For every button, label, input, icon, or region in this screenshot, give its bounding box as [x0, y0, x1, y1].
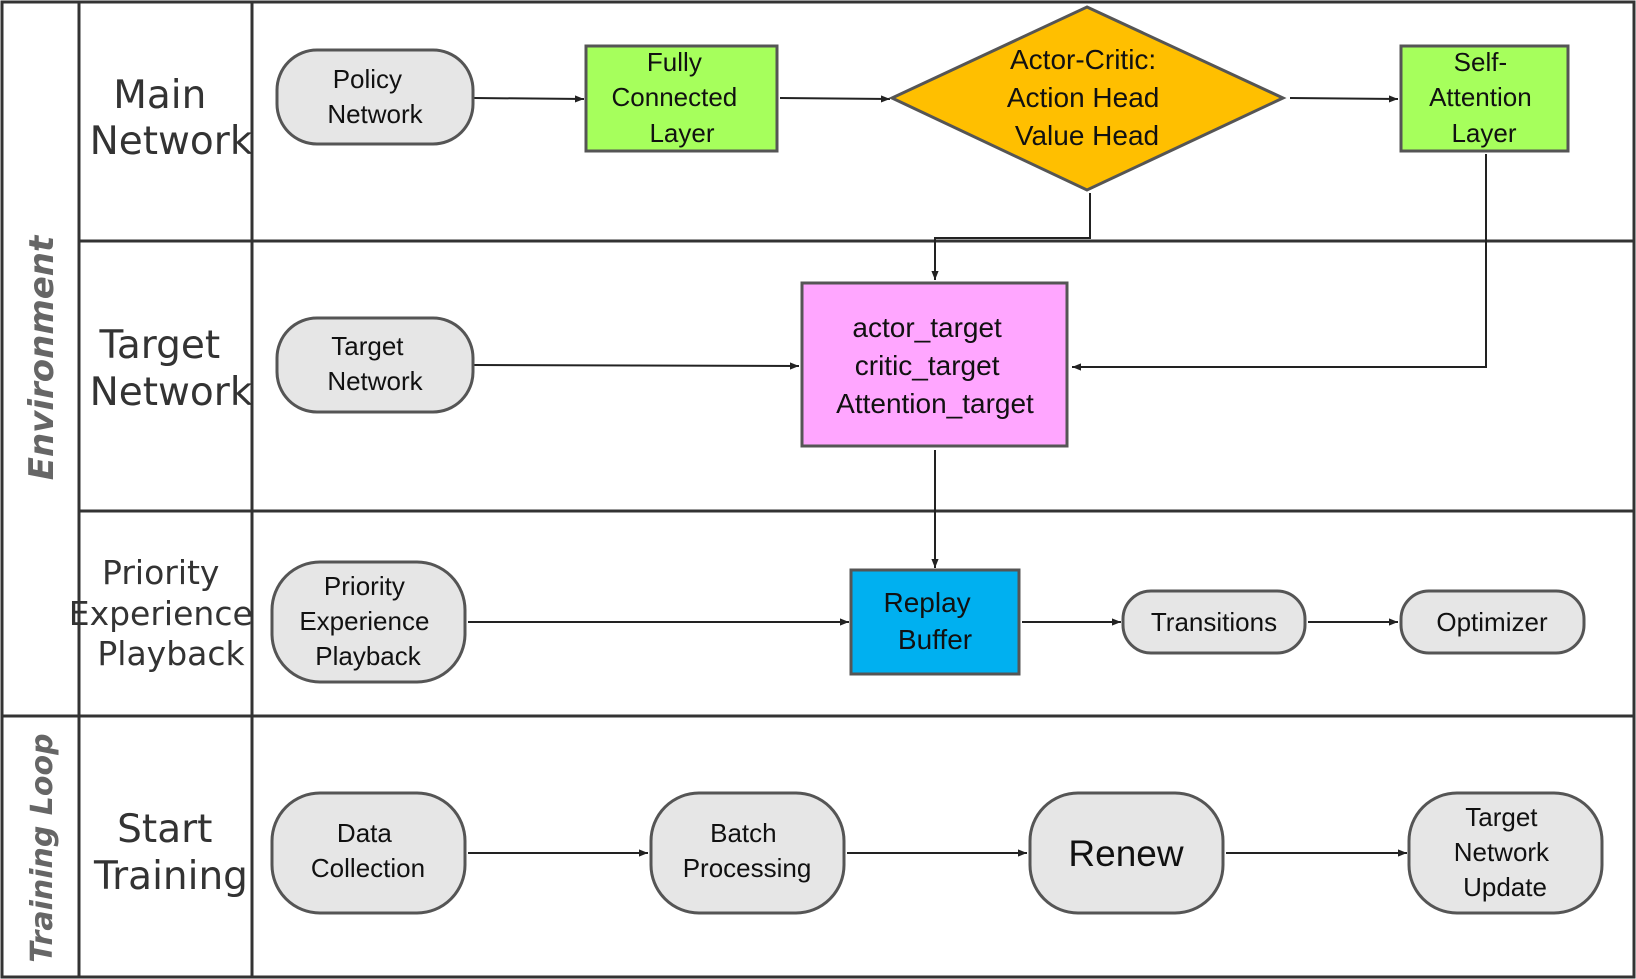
- node-label-line: Target: [331, 331, 404, 361]
- lane-title-target-network: Target Network: [90, 323, 253, 415]
- node-batch-processing[interactable]: Batch Processing: [649, 791, 846, 915]
- node-label: Transitions: [1151, 607, 1277, 637]
- connectors: [468, 95, 1487, 857]
- node-label: Optimizer: [1436, 607, 1548, 637]
- node-transitions[interactable]: Transitions: [1121, 589, 1307, 655]
- lane-title-line: Playback: [97, 634, 245, 673]
- node-priority-experience-playback[interactable]: Priority Experience Playback: [270, 560, 467, 684]
- node-label-line: Network: [1454, 837, 1550, 867]
- arrow-actor-critic-to-targets: [931, 193, 1091, 280]
- node-label-line: Value Head: [1015, 120, 1159, 151]
- node-target-network-update[interactable]: Target Network Update: [1407, 791, 1604, 915]
- node-data-collection[interactable]: Data Collection: [270, 791, 467, 915]
- node-label-line: Replay: [884, 587, 971, 618]
- node-target-network[interactable]: Target Network: [275, 316, 475, 414]
- node-label: Data Collection: [311, 818, 425, 883]
- node-shape: [270, 560, 467, 684]
- node-label-line: Self-: [1454, 47, 1507, 77]
- node-label-line: Playback: [315, 641, 421, 671]
- node-label-line: actor_target: [852, 312, 1002, 343]
- node-label-line: Processing: [683, 853, 812, 883]
- node-target-models[interactable]: actor_target critic_target Attention_tar…: [800, 281, 1069, 448]
- node-label: Fully Connected Layer: [612, 47, 745, 148]
- node-label-line: Collection: [311, 853, 425, 883]
- node-label: Batch Processing: [683, 818, 812, 883]
- node-label-line: Priority: [324, 571, 405, 601]
- node-shape: [649, 791, 846, 915]
- node-label: Priority Experience Playback: [299, 571, 436, 671]
- node-label-line: Data: [337, 818, 392, 848]
- node-shape: [1399, 589, 1586, 655]
- node-label-line: Transitions: [1151, 607, 1277, 637]
- node-shape: [849, 568, 1021, 676]
- node-label-line: Buffer: [898, 624, 972, 655]
- node-label-line: Attention_target: [836, 388, 1034, 419]
- node-label: Target Network: [327, 331, 423, 396]
- node-label: Replay Buffer: [884, 587, 979, 655]
- node-shape: [275, 316, 475, 414]
- node-label-line: Policy: [333, 64, 402, 94]
- node-label-line: Experience: [299, 606, 429, 636]
- node-label-line: critic_target: [855, 350, 1000, 381]
- node-shape: [1399, 44, 1570, 153]
- lane-title-line: Main: [113, 73, 206, 118]
- lane-title-start-training: Start Training: [93, 807, 248, 899]
- node-label-line: Batch: [710, 818, 777, 848]
- node-label-line: Connected: [612, 82, 738, 112]
- node-label-line: Actor-Critic:: [1010, 44, 1156, 75]
- node-self-attention-layer[interactable]: Self- Attention Layer: [1399, 44, 1570, 153]
- node-label-line: Target: [1465, 802, 1538, 832]
- lane-title-line: Network: [90, 119, 253, 164]
- node-replay-buffer[interactable]: Replay Buffer: [849, 568, 1021, 676]
- arrow-attention-to-targets: [1072, 154, 1487, 371]
- arrow-policy-to-fc: [473, 95, 585, 103]
- node-actor-critic[interactable]: Actor-Critic: Action Head Value Head: [888, 5, 1287, 192]
- lane-title-priority: Priority Experience Playback: [69, 553, 264, 673]
- node-label-line: Renew: [1068, 833, 1183, 874]
- node-label-line: Layer: [1451, 118, 1516, 148]
- node-fully-connected-layer[interactable]: Fully Connected Layer: [584, 44, 779, 153]
- node-shape: [888, 5, 1287, 192]
- node-renew[interactable]: Renew: [1028, 791, 1225, 915]
- node-label-line: Attention: [1429, 82, 1532, 112]
- node-shape: [800, 281, 1069, 448]
- node-shape: [1121, 589, 1307, 655]
- node-label: Self- Attention Layer: [1429, 47, 1539, 148]
- arrow-target-network-to-targets: [473, 362, 800, 370]
- arrow-fc-to-actor-critic: [779, 95, 891, 103]
- node-label-line: Network: [327, 99, 423, 129]
- node-shape: [584, 44, 779, 153]
- lane-title-line: Training: [93, 854, 248, 899]
- lane-title-line: Target: [98, 323, 220, 368]
- node-shape: [270, 791, 467, 915]
- lane-title-line: Experience: [69, 594, 253, 633]
- group-title-environment: Environment: [22, 234, 62, 480]
- lane-title-main-network: Main Network: [90, 73, 253, 164]
- node-label-line: Action Head: [1007, 82, 1160, 113]
- node-label: Target Network Update: [1454, 802, 1557, 902]
- lane-title-line: Start: [117, 807, 212, 852]
- node-shape: [1028, 791, 1225, 915]
- lane-title-line: Priority: [102, 553, 219, 592]
- node-label-line: Optimizer: [1436, 607, 1548, 637]
- node-label: Policy Network: [327, 64, 423, 129]
- group-title-training-loop: Training Loop: [25, 733, 60, 962]
- node-label: Renew: [1068, 833, 1183, 874]
- node-label-line: Fully: [647, 47, 702, 77]
- node-label: actor_target critic_target Attention_tar…: [836, 312, 1034, 419]
- node-optimizer[interactable]: Optimizer: [1399, 589, 1586, 655]
- arrow-actor-critic-to-attention: [1289, 95, 1399, 103]
- node-policy-network[interactable]: Policy Network: [275, 48, 475, 146]
- node-label-line: Update: [1463, 872, 1547, 902]
- node-shape: [1407, 791, 1604, 915]
- node-label-line: Network: [327, 366, 423, 396]
- node-label-line: Layer: [649, 118, 714, 148]
- lane-title-line: Network: [90, 370, 253, 415]
- node-shape: [275, 48, 475, 146]
- node-label: Actor-Critic: Action Head Value Head: [1007, 44, 1167, 151]
